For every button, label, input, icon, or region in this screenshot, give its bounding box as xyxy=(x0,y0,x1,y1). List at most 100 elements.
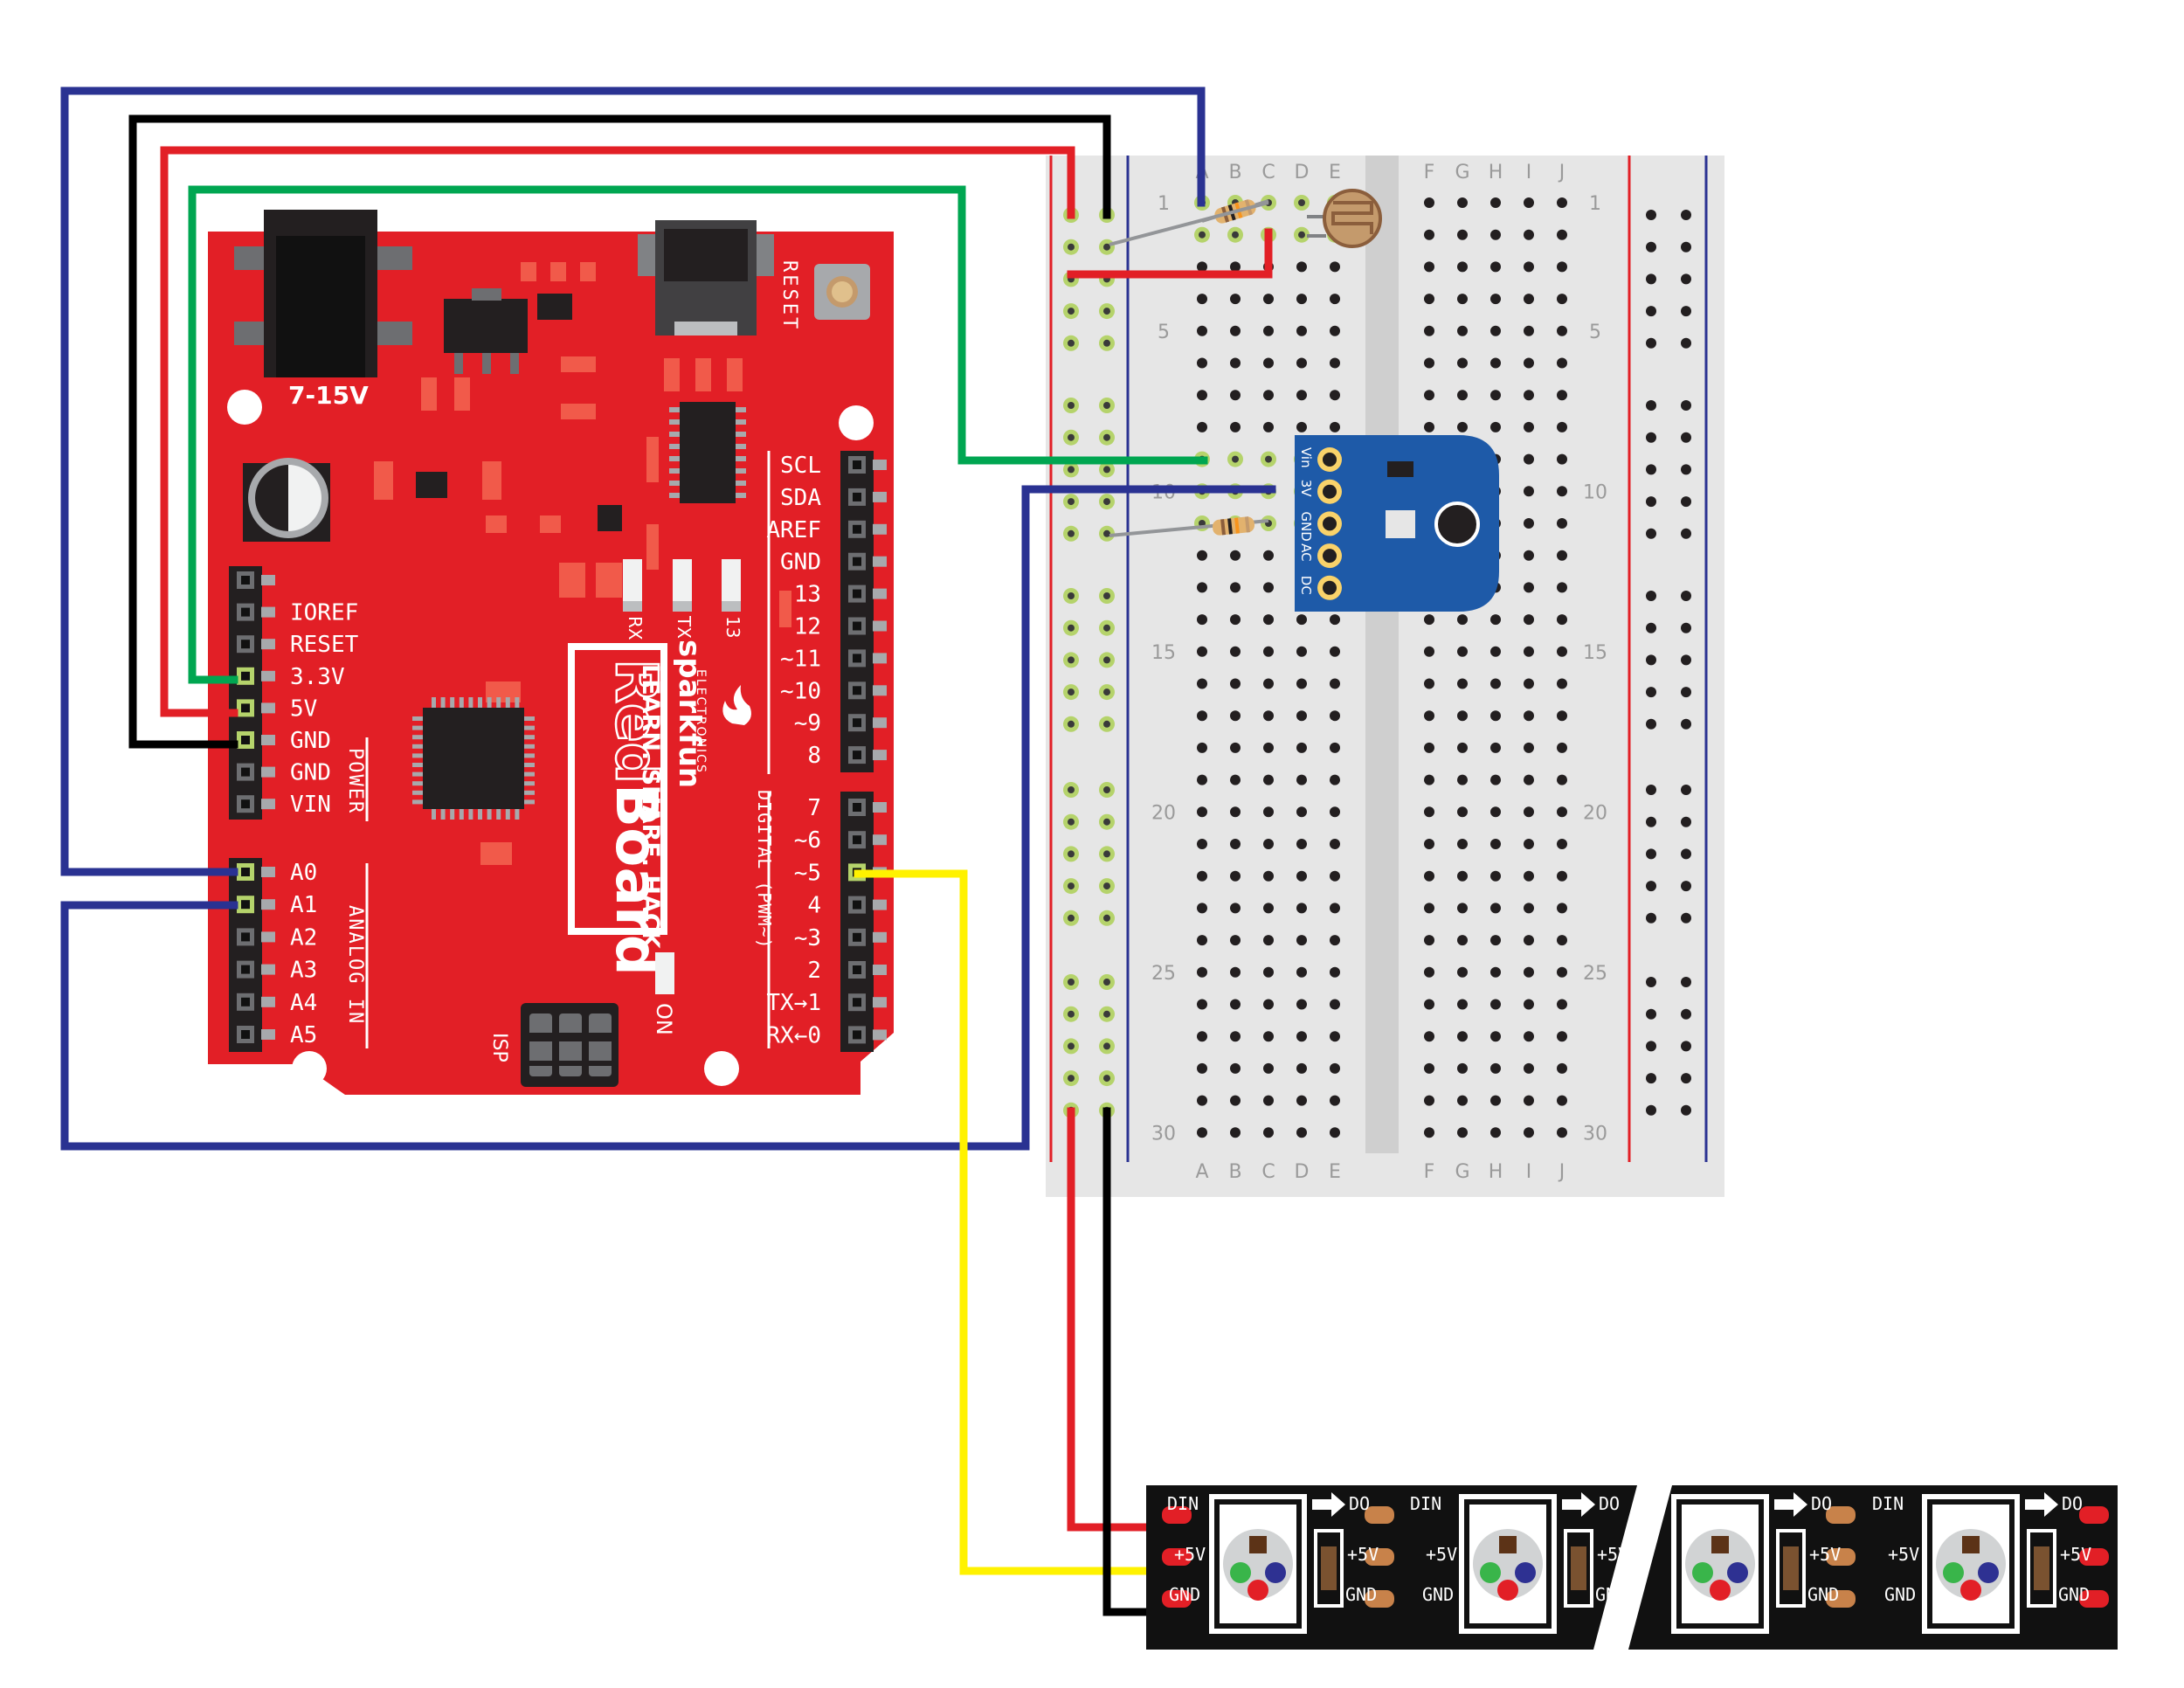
chip-pin xyxy=(496,809,501,820)
rail-hole xyxy=(1681,432,1691,443)
power-jack-label: 7-15V xyxy=(288,381,369,410)
header-pin-stub xyxy=(261,899,275,910)
arrow-right-icon xyxy=(1562,1492,1595,1517)
do-label: DO xyxy=(1599,1493,1620,1514)
breadboard-hole xyxy=(1296,742,1307,753)
chip-pin xyxy=(468,697,473,708)
strip-pad xyxy=(1365,1506,1394,1524)
rail-hole-center xyxy=(1103,339,1110,347)
breadboard-hole xyxy=(1457,421,1468,432)
breadboard-hole xyxy=(1457,839,1468,849)
breadboard-hole xyxy=(1524,806,1534,818)
breadboard-hole xyxy=(1490,903,1501,914)
breadboard-hole xyxy=(1557,999,1567,1010)
breadboard-hole xyxy=(1197,839,1207,849)
rail-hole-center xyxy=(1068,1075,1075,1083)
breadboard-hole xyxy=(1457,678,1468,689)
column-label: B xyxy=(1228,1161,1241,1183)
header-pin-stub xyxy=(873,750,887,761)
row-number: 30 xyxy=(1583,1123,1607,1145)
rail-hole xyxy=(1646,912,1656,924)
header-pin-stub xyxy=(261,931,275,943)
chip-pin xyxy=(478,809,482,820)
breadboard-hole xyxy=(1490,1062,1501,1074)
wire-green-3v3 xyxy=(188,185,1208,684)
breadboard-holes xyxy=(1063,195,1691,1138)
chip-pin xyxy=(412,753,423,758)
led-label-tx: TX xyxy=(674,615,695,639)
digital-pin-label: 12 xyxy=(794,614,821,640)
breadboard-hole xyxy=(1557,742,1567,753)
breadboard-hole xyxy=(1524,903,1534,914)
breadboard-hole xyxy=(1424,870,1434,882)
rail-hole-center xyxy=(1103,402,1110,409)
analog-pin-label: A4 xyxy=(290,990,317,1016)
do-label: DO xyxy=(2062,1493,2083,1514)
breadboard-hole xyxy=(1524,935,1534,946)
breadboard-hole xyxy=(1524,550,1534,561)
header-pin-hole xyxy=(853,686,861,695)
rail-hole xyxy=(1646,622,1656,633)
header-pin-stub xyxy=(261,639,275,650)
breadboard-hole xyxy=(1263,774,1274,785)
chip-pin xyxy=(412,735,423,740)
breadboard-hole xyxy=(1557,261,1567,273)
breadboard-hole xyxy=(1490,1031,1501,1042)
rail-hole-center xyxy=(1103,1075,1110,1083)
strip-pad xyxy=(1162,1506,1192,1524)
chip-pin xyxy=(515,809,520,820)
arrow-right-icon xyxy=(1312,1492,1345,1517)
breadboard-hole xyxy=(1296,1095,1307,1106)
rail-hole xyxy=(1681,687,1691,698)
breadboard-hole xyxy=(1490,678,1501,689)
strip-pad xyxy=(1365,1590,1394,1608)
header-pin-hole xyxy=(853,460,861,469)
breadboard-hole xyxy=(1557,1095,1567,1106)
breadboard-hole xyxy=(1230,646,1241,657)
chip-pin xyxy=(440,697,446,708)
rail-hole-center xyxy=(1103,914,1110,922)
reset-button[interactable] xyxy=(814,264,870,320)
analog-pin-label: A1 xyxy=(290,892,317,918)
breadboard-hole xyxy=(1557,453,1567,465)
chip-pin xyxy=(736,481,746,486)
rail-hole xyxy=(1681,1008,1691,1020)
breadboard-hole xyxy=(1457,1031,1468,1042)
v5-label: +5V xyxy=(1426,1544,1457,1565)
breadboard-hole xyxy=(1230,261,1241,273)
breadboard-hole xyxy=(1263,421,1274,432)
breadboard-hole xyxy=(1490,646,1501,657)
rail-hole-center xyxy=(1068,882,1075,890)
breadboard-hole xyxy=(1524,325,1534,336)
breadboard-hole xyxy=(1296,870,1307,882)
chip-pin xyxy=(524,763,535,767)
header-pin-hole xyxy=(241,997,250,1007)
breadboard-hole xyxy=(1457,806,1468,818)
sound-sensor-board xyxy=(1295,435,1499,612)
row-number: 10 xyxy=(1583,481,1607,503)
header-pin-stub xyxy=(873,685,887,696)
column-label: D xyxy=(1295,162,1310,183)
brand-name: sparkfun xyxy=(672,640,707,788)
breadboard-hole xyxy=(1230,710,1241,722)
chip-pin xyxy=(524,799,535,805)
wire-red-strip-5v xyxy=(1067,1107,1178,1532)
breadboard-hole xyxy=(1330,421,1340,432)
power-pin-label: IOREF xyxy=(290,600,358,626)
breadboard-hole xyxy=(1457,1095,1468,1106)
breadboard-hole xyxy=(1330,1031,1340,1042)
strip-capacitor-body xyxy=(1321,1546,1337,1590)
digital-pin-label: ~10 xyxy=(780,678,821,704)
strip-pad xyxy=(1826,1590,1856,1608)
power-pin-label: VIN xyxy=(290,792,331,818)
breadboard-hole xyxy=(1197,550,1207,561)
row-number: 15 xyxy=(1151,642,1176,664)
microphone xyxy=(1434,502,1480,547)
header-pin-hole xyxy=(241,576,250,585)
row-number: 5 xyxy=(1158,322,1170,343)
breadboard-hole xyxy=(1524,197,1534,208)
digital-header-bottom xyxy=(840,792,874,1052)
v5-label: +5V xyxy=(1597,1544,1628,1565)
row-number: 20 xyxy=(1583,802,1607,824)
wire-yellow-data xyxy=(854,869,1178,1575)
